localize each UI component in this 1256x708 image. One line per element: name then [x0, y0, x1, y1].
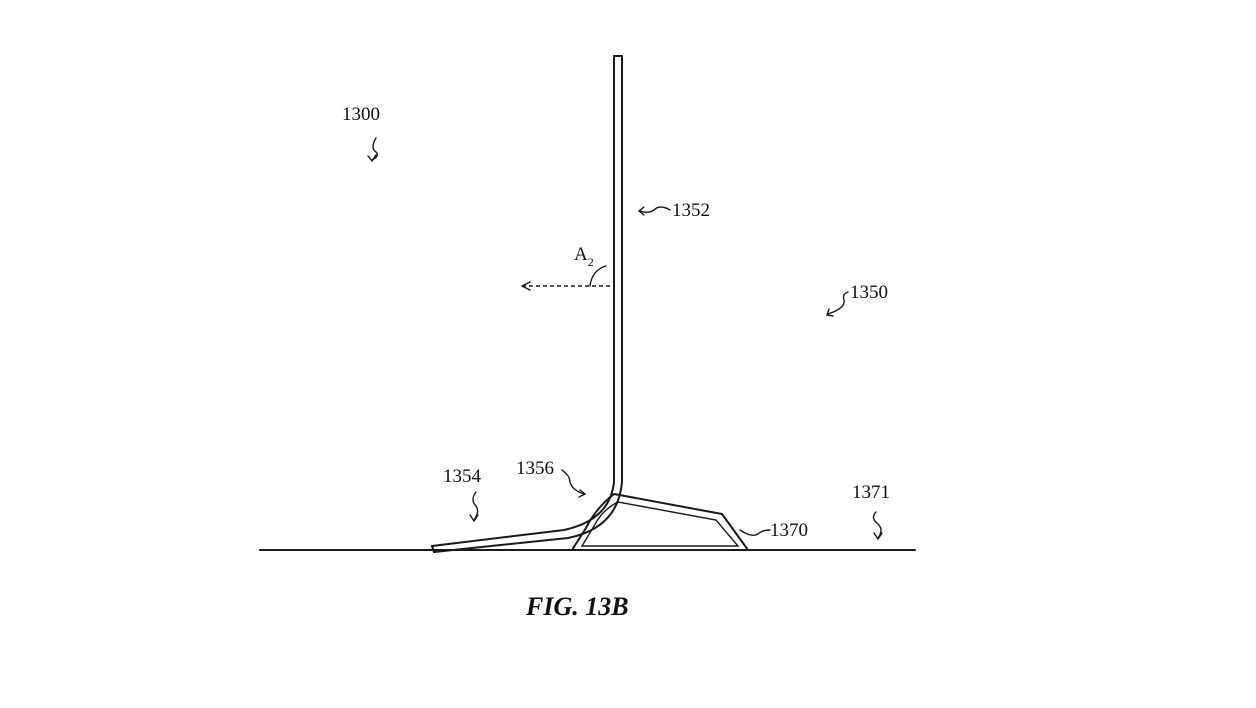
angle-label: A2	[574, 244, 594, 269]
label-1352: 1352	[672, 200, 710, 221]
leader-arrows	[367, 137, 883, 541]
figure-caption: FIG. 13B	[525, 592, 629, 621]
label-1300: 1300	[342, 104, 380, 125]
label-1354: 1354	[443, 466, 482, 487]
panel-1352	[431, 55, 623, 553]
label-1350: 1350	[850, 282, 888, 303]
support-block-1370	[571, 493, 749, 551]
label-1371: 1371	[852, 482, 890, 503]
label-1356: 1356	[516, 458, 554, 479]
label-1370: 1370	[770, 520, 808, 541]
angle-a2-indicator	[521, 265, 612, 291]
